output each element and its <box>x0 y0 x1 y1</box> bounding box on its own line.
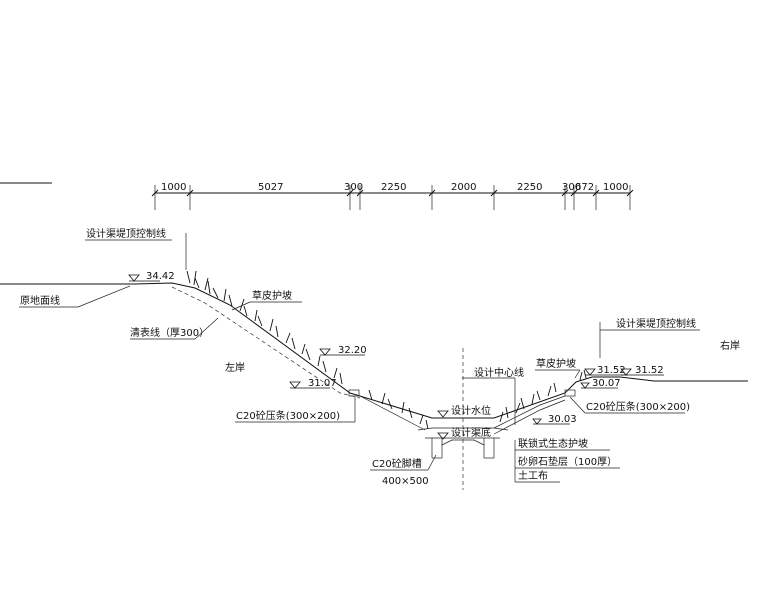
grass-slope-left: 草皮护坡 <box>252 289 292 302</box>
dim-9: 1000 <box>603 182 628 193</box>
center-line-label: 设计中心线 <box>474 366 524 379</box>
elev-left-top: 34.42 <box>146 271 175 282</box>
dim-4: 2250 <box>381 182 406 193</box>
dimension-chain: 1000 5027 300 2250 2000 2250 300 672 100… <box>151 182 634 210</box>
elev-right-top-b: 31.52 <box>635 365 664 376</box>
dim-8: 672 <box>575 182 594 193</box>
clearing-line-label: 清表线（厚300） <box>130 326 209 339</box>
dim-3: 300 <box>344 182 363 193</box>
elev-right-top-a: 31.52 <box>597 365 626 376</box>
leader-lines <box>19 233 700 483</box>
dim-1: 1000 <box>161 182 186 193</box>
elev-right-low: 30.03 <box>548 414 577 425</box>
c20-strip-left: C20砼压条(300×200) <box>236 409 340 422</box>
right-bank-label: 右岸 <box>720 339 740 352</box>
design-top-control-right: 设计渠堤顶控制线 <box>616 317 696 330</box>
foot-groove-size: 400×500 <box>382 476 429 487</box>
c20-strip-right: C20砼压条(300×200) <box>586 400 690 413</box>
elev-right-c20: 30.07 <box>592 378 621 389</box>
grass-cover <box>186 270 587 430</box>
elev-left-berm: 32.20 <box>338 345 367 356</box>
gravel-layer-label: 砂卵石垫层（100厚） <box>518 455 617 468</box>
dim-5: 2000 <box>451 182 476 193</box>
left-bank-label: 左岸 <box>225 361 245 374</box>
geotextile-label: 土工布 <box>518 469 548 482</box>
dim-6: 2250 <box>517 182 542 193</box>
bed-level-label: 设计渠底 <box>451 426 491 439</box>
design-top-control-left: 设计渠堤顶控制线 <box>86 227 166 240</box>
original-ground-label: 原地面线 <box>20 294 60 307</box>
elev-left-c20: 31.07 <box>308 378 337 389</box>
foot-groove-label: C20砼脚槽 <box>372 457 422 470</box>
dim-2: 5027 <box>258 182 283 193</box>
grass-slope-right: 草皮护坡 <box>536 357 576 370</box>
elevation-markers <box>128 274 664 440</box>
water-level-label: 设计水位 <box>451 404 491 417</box>
dim-7: 300 <box>562 182 581 193</box>
eco-slope-label: 联锁式生态护坡 <box>518 437 588 450</box>
